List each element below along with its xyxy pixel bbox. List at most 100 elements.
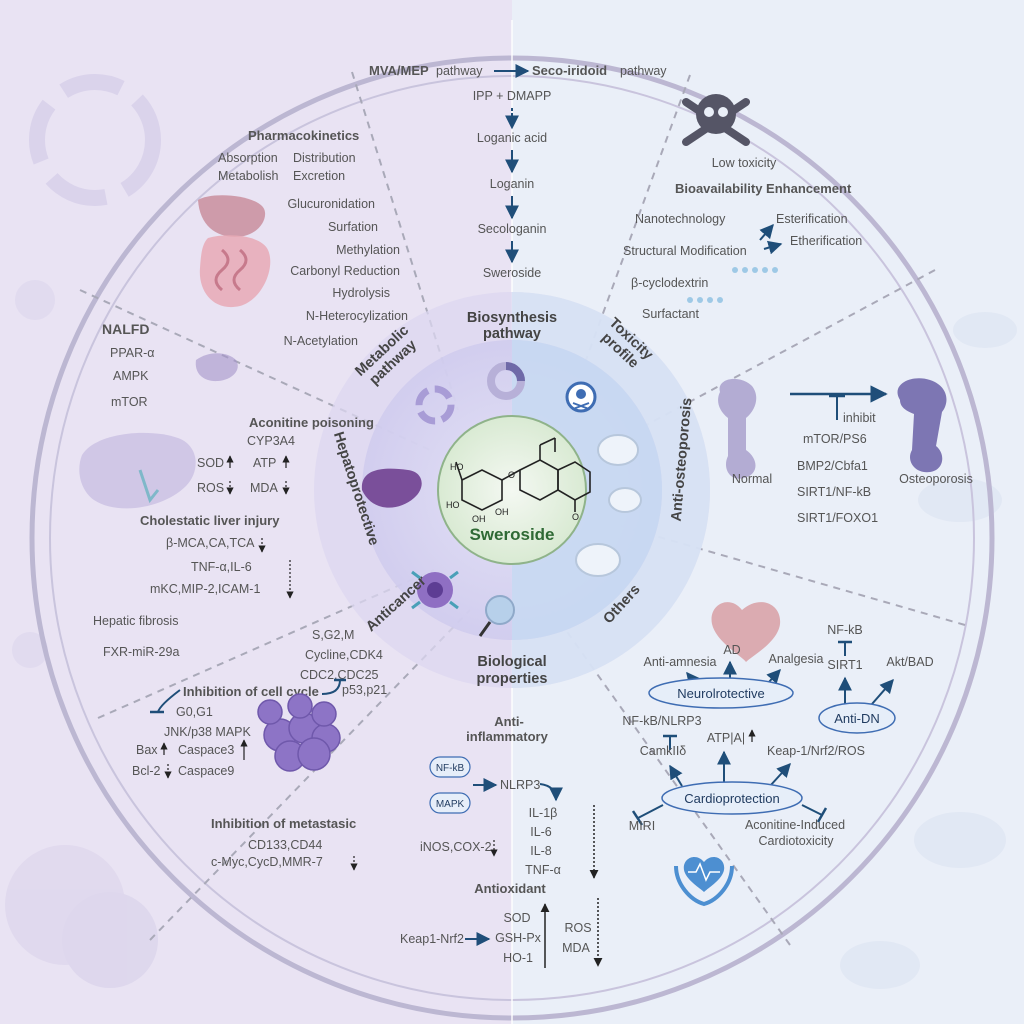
anti-amnesia-label: Anti-amnesia	[644, 655, 717, 669]
seco-iridoid-label: Seco-iridoid	[532, 63, 607, 78]
pk-excretion: Excretion	[293, 169, 345, 183]
caspace9-label: Caspace9	[178, 764, 234, 778]
biosynthesis-step-2: Loganic acid	[477, 131, 547, 145]
miri-inhibit-bar	[631, 810, 644, 826]
pharmacokinetics-title: Pharmacokinetics	[248, 128, 359, 143]
pk-reaction-3: Methylation	[336, 243, 400, 257]
mva-mep-label: MVA/MEP	[369, 63, 429, 78]
keap1-nrf2-label: Keap1-Nrf2	[400, 932, 464, 946]
center-circle	[437, 415, 587, 565]
cell-probe-icon	[478, 595, 515, 637]
sirt1-label: SIRT1	[827, 658, 862, 672]
arrow-to-keap1	[769, 762, 791, 787]
donut-chart-icon	[487, 362, 525, 400]
pk-reaction-5: Hydrolysis	[332, 286, 390, 300]
arrow-nlrp3-to-cytokines	[539, 783, 563, 802]
akt-bad-label: Akt/BAD	[886, 655, 933, 669]
pk-reaction-6: N-Heterocylization	[306, 309, 408, 323]
osteo-pathway-2: BMP2/Cbfa1	[797, 459, 868, 473]
inhibit-p53-curve	[321, 679, 341, 695]
marker-ros: ROS	[197, 481, 224, 495]
cholestatic-item-2: TNF-α,IL-6	[191, 560, 252, 574]
anti-dn-label: Anti-DN	[834, 711, 880, 726]
ros-label: ROS	[564, 921, 591, 935]
cancer-cluster-icon	[257, 693, 341, 772]
g0-label: G0,G1	[176, 705, 213, 719]
mva-mep-suffix: pathway	[436, 64, 483, 78]
nfkb-node	[429, 756, 471, 778]
others-nfkb-label: NF-kB	[827, 623, 862, 637]
p53-label: p53,p21	[342, 683, 387, 697]
antiinflam-title-1: Anti-	[494, 714, 524, 729]
bioavail-item-2: Structural Modification	[623, 244, 747, 258]
bioavail-item-3: β-cyclodextrin	[631, 276, 708, 290]
myc-label: c-Myc,CycD,MMR-7	[211, 855, 323, 869]
fxr-label: FXR-miR-29a	[103, 645, 179, 659]
ring-label-biological-1: Biological	[477, 654, 546, 670]
svg-text:O: O	[508, 470, 515, 480]
mda-label: MDA	[562, 941, 590, 955]
arrow-to-analgesia	[766, 668, 781, 685]
pk-reaction-4: Carbonyl Reduction	[290, 264, 400, 278]
anti-dn-node	[818, 702, 896, 734]
heart-organ-icon	[711, 602, 781, 662]
osteo-normal-label: Normal	[732, 472, 772, 486]
antiinflam-title-2: inflammatory	[466, 729, 548, 744]
mapk-node	[429, 792, 471, 814]
nanoparticle-icons	[687, 267, 778, 303]
cytokine-4: TNF-α	[525, 863, 561, 877]
heart-hands-icon	[674, 856, 734, 907]
svg-text:HO: HO	[446, 500, 460, 510]
neuroprotective-label: Neurolrotective	[677, 686, 764, 701]
bioavail-branch-2: Etherification	[790, 234, 862, 248]
bax-label: Bax	[136, 743, 158, 757]
marker-atp: ATP	[253, 456, 276, 470]
arrow-esterification	[759, 223, 774, 241]
aconitine-title: Aconitine poisoning	[249, 415, 374, 430]
antioxidant-title: Antioxidant	[474, 881, 546, 896]
sweroside-structure	[455, 437, 591, 512]
biosynthesis-step-1: IPP + DMAPP	[473, 89, 552, 103]
bcl2-label: Bcl-2	[132, 764, 161, 778]
enzyme-3: HO-1	[503, 951, 533, 965]
bone-cell-icons	[575, 434, 642, 577]
miri-label: MIRI	[629, 819, 655, 833]
cytokine-1: IL-1β	[529, 806, 558, 820]
biosynthesis-step-3: Loganin	[490, 177, 535, 191]
pk-metabolish: Metabolish	[218, 169, 278, 183]
large-liver-icon	[79, 432, 196, 509]
osteoporosis-bone-icon	[897, 378, 947, 473]
inos-label: iNOS,COX-2	[420, 840, 492, 854]
osteo-pathway-1: mTOR/PS6	[803, 432, 867, 446]
liver-icon	[361, 468, 422, 508]
inhibit-label: inhibit	[843, 411, 876, 425]
small-liver-icon	[195, 353, 238, 382]
cardioprotection-label: Cardioprotection	[684, 791, 779, 806]
cancer-phase-1: S,G2,M	[312, 628, 354, 642]
marker-sod: SOD	[197, 456, 224, 470]
skull-crossbones-icon	[682, 94, 750, 146]
biosynthesis-step-5: Sweroside	[483, 266, 541, 280]
pk-distribution: Distribution	[293, 151, 356, 165]
osteo-pathway-4: SIRT1/FOXO1	[797, 511, 878, 525]
cardioprotection-node	[661, 781, 803, 815]
nfkb-nlrp3-label: NF-kB/NLRP3	[622, 714, 701, 728]
osteo-osteoporosis-label: Osteoporosis	[899, 472, 973, 486]
cancer-phase-2: Cycline,CDK4	[305, 648, 383, 662]
neuroprotective-node	[648, 677, 794, 709]
cd-label: CD133,CD44	[248, 838, 322, 852]
background-decoration	[5, 74, 1017, 989]
nfkb-node-label: NF-kB	[436, 763, 465, 774]
arrow-to-akt	[871, 678, 894, 705]
arrow-etherification	[763, 240, 783, 255]
cancer-phase-3: CDC2,CDC25	[300, 668, 379, 682]
hepatic-fibrosis-label: Hepatic fibrosis	[93, 614, 178, 628]
ring-label-biosynthesis-1: Biosynthesis	[467, 310, 557, 326]
normal-bone-icon	[718, 378, 757, 479]
cardiotoxicity-label-2: Cardiotoxicity	[758, 834, 834, 848]
cytokine-2: IL-6	[530, 825, 552, 839]
bioavail-item-4: Surfactant	[642, 307, 700, 321]
nalfd-item-3: mTOR	[111, 395, 148, 409]
bioavailability-title: Bioavailability Enhancement	[675, 181, 852, 196]
skull-badge-icon	[565, 381, 597, 413]
